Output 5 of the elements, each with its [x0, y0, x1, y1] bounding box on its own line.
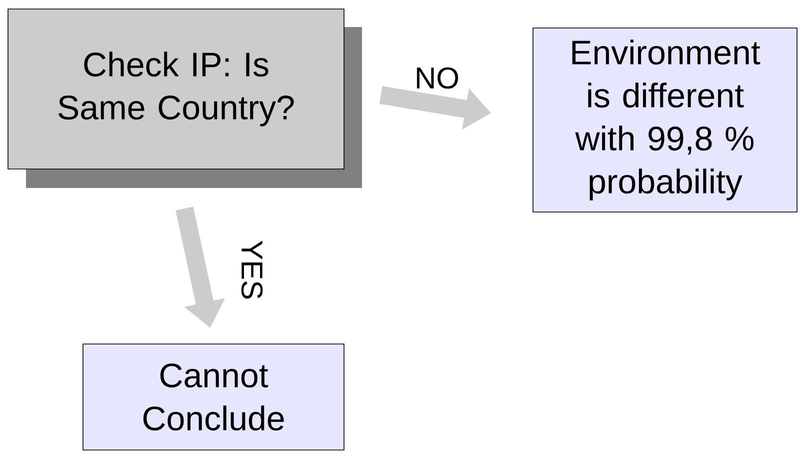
edge-label: YES	[241, 240, 263, 299]
process-box: Cannot Conclude	[82, 344, 344, 450]
process-box: Check IP: Is Same Country?	[8, 8, 344, 170]
process-box: Environment is different with 99,8 % probability	[532, 28, 798, 212]
edge-label: NO	[416, 67, 458, 89]
